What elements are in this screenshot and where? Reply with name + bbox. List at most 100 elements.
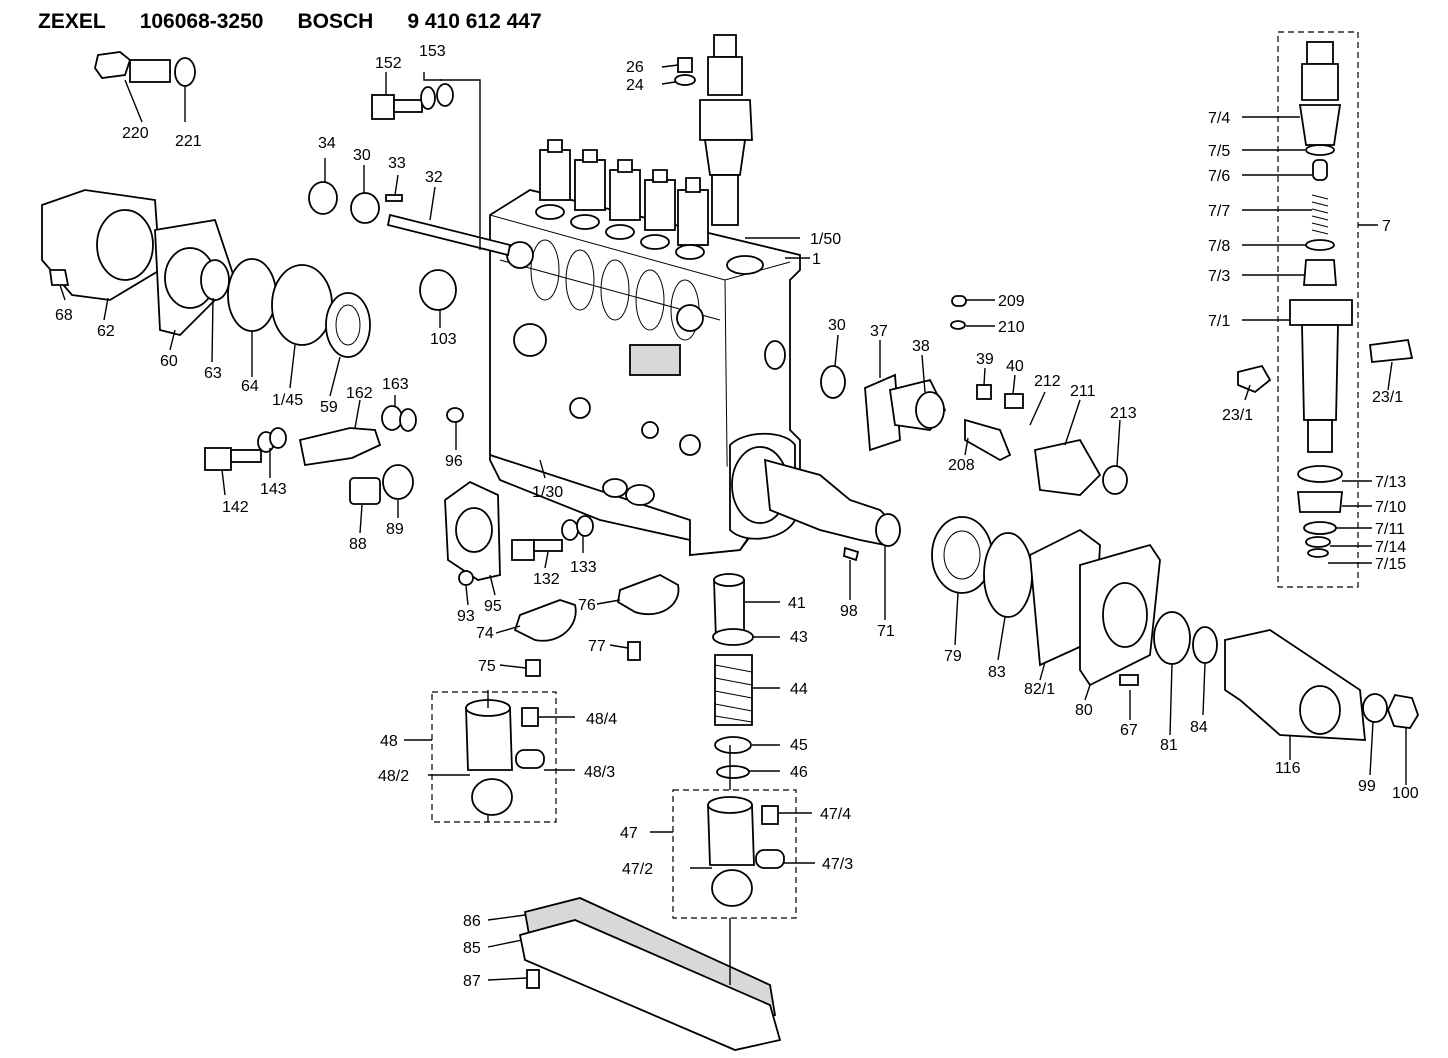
label-86: 86 <box>463 913 481 930</box>
top-delivery-valve <box>674 34 753 226</box>
roller-tappet-47 <box>672 789 797 919</box>
label-143: 143 <box>260 481 287 498</box>
zexel-part-number: 106068-3250 <box>139 10 264 33</box>
label-77: 77 <box>588 638 606 655</box>
banjo-fitting-left <box>204 405 464 471</box>
label-44: 44 <box>790 681 808 698</box>
label-7-15: 7/15 <box>1375 556 1406 573</box>
label-163: 163 <box>382 376 409 393</box>
label-95: 95 <box>484 598 502 615</box>
label-41: 41 <box>788 595 806 612</box>
plug-103 <box>419 269 457 311</box>
label-7-3: 7/3 <box>1208 268 1230 285</box>
label-68: 68 <box>55 307 73 324</box>
label-99: 99 <box>1358 778 1376 795</box>
label-59: 59 <box>320 399 338 416</box>
label-87: 87 <box>463 973 481 990</box>
label-74: 74 <box>476 625 494 642</box>
label-34: 34 <box>318 135 336 152</box>
camshaft-group <box>763 458 1419 741</box>
label-46: 46 <box>790 764 808 781</box>
label-40: 40 <box>1006 358 1024 375</box>
shells-74-76 <box>513 574 680 677</box>
label-84: 84 <box>1190 719 1208 736</box>
label-37: 37 <box>870 323 888 340</box>
label-7-14: 7/14 <box>1375 539 1406 556</box>
label-1-45: 1/45 <box>272 392 303 409</box>
delivery-valve-holders <box>535 139 709 260</box>
roller-tappet-48 <box>431 691 557 823</box>
part-152-153 <box>371 83 454 120</box>
flange-95 <box>444 480 501 586</box>
label-7-8: 7/8 <box>1208 238 1230 255</box>
label-82-1: 82/1 <box>1024 681 1055 698</box>
label-7-4: 7/4 <box>1208 110 1230 127</box>
label-60: 60 <box>160 353 178 370</box>
label-221: 221 <box>175 133 202 150</box>
label-211: 211 <box>1070 383 1096 400</box>
label-47-2: 47/2 <box>622 861 653 878</box>
governor-group <box>820 295 1128 496</box>
label-48: 48 <box>380 733 398 750</box>
label-71: 71 <box>877 623 895 640</box>
label-7-13: 7/13 <box>1375 474 1406 491</box>
label-7-10: 7/10 <box>1375 499 1406 516</box>
label-45: 45 <box>790 737 808 754</box>
label-132: 132 <box>533 571 560 588</box>
label-210: 210 <box>998 319 1025 336</box>
label-7-7: 7/7 <box>1208 203 1230 220</box>
label-48-2: 48/2 <box>378 768 409 785</box>
label-152: 152 <box>375 55 402 72</box>
label-7-6: 7/6 <box>1208 168 1230 185</box>
label-96: 96 <box>445 453 463 470</box>
label-100: 100 <box>1392 785 1419 802</box>
label-63: 63 <box>204 365 222 382</box>
label-7-5: 7/5 <box>1208 143 1230 160</box>
label-39: 39 <box>976 351 994 368</box>
leader-lines <box>59 64 1407 985</box>
label-88: 88 <box>349 536 367 553</box>
label-33: 33 <box>388 155 406 172</box>
label-30-right: 30 <box>828 317 846 334</box>
label-162: 162 <box>346 385 373 402</box>
bosch-part-number: 9 410 612 447 <box>407 10 542 33</box>
label-98: 98 <box>840 603 858 620</box>
brand-bosch: BOSCH <box>297 10 374 33</box>
label-32: 32 <box>425 169 443 186</box>
label-213: 213 <box>1110 405 1137 422</box>
brand-zexel: ZEXEL <box>38 10 106 33</box>
part-labels: 220 221 152 153 26 24 34 30 33 32 68 62 … <box>55 43 1419 990</box>
label-26: 26 <box>626 59 644 76</box>
label-48-3: 48/3 <box>584 764 615 781</box>
label-24: 24 <box>626 77 644 94</box>
bottom-cover-plates <box>518 897 782 1051</box>
label-43: 43 <box>790 629 808 646</box>
bolt-132-133 <box>511 515 594 561</box>
label-93: 93 <box>457 608 475 625</box>
left-end-group <box>41 189 371 358</box>
label-64: 64 <box>241 378 259 395</box>
label-142: 142 <box>222 499 249 516</box>
label-47: 47 <box>620 825 638 842</box>
label-79: 79 <box>944 648 962 665</box>
label-67: 67 <box>1120 722 1138 739</box>
label-212: 212 <box>1034 373 1061 390</box>
label-48-4: 48/4 <box>586 711 617 728</box>
label-1-30: 1/30 <box>532 484 563 501</box>
label-47-3: 47/3 <box>822 856 853 873</box>
label-62: 62 <box>97 323 115 340</box>
label-7: 7 <box>1382 218 1391 235</box>
label-85: 85 <box>463 940 481 957</box>
label-103: 103 <box>430 331 457 348</box>
label-208: 208 <box>948 457 975 474</box>
label-153: 153 <box>419 43 446 60</box>
label-80: 80 <box>1075 702 1093 719</box>
label-23-1-left: 23/1 <box>1222 407 1253 424</box>
label-83: 83 <box>988 664 1006 681</box>
delivery-valve-assembly-7 <box>1237 31 1414 588</box>
label-7-11: 7/11 <box>1375 521 1405 538</box>
label-75: 75 <box>478 658 496 675</box>
plug-88-89 <box>349 464 414 505</box>
label-81: 81 <box>1160 737 1178 754</box>
